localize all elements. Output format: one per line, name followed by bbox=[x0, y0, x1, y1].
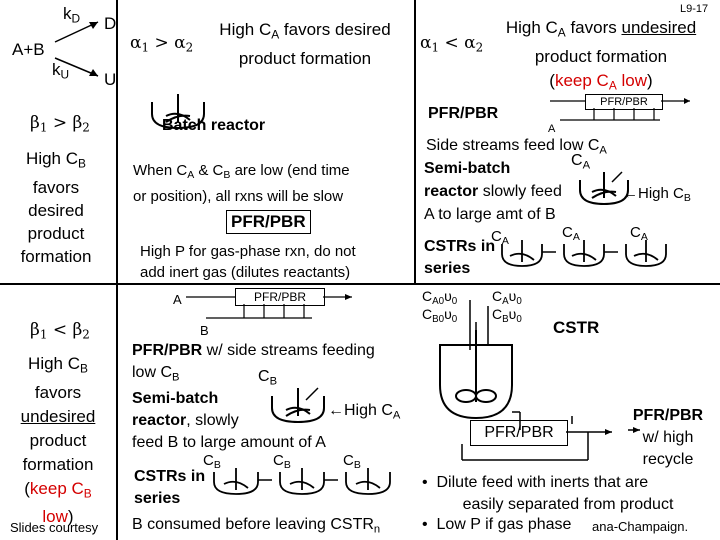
beta-top-relation: β1 > β2 bbox=[30, 113, 90, 135]
alpha-right-relation: α1 < α2 bbox=[420, 33, 484, 55]
sidestream-text: PFR/PBR w/ side streams feeding low CB S… bbox=[132, 342, 375, 452]
pfr-sidestream-box: PFR/PBR bbox=[235, 288, 325, 306]
beta-bottom-relation: β1 < β2 bbox=[30, 320, 90, 342]
cstr-label-right: CSTR bbox=[553, 318, 600, 337]
cbv0-label: CBυ0 bbox=[492, 306, 522, 325]
ca1-label: CA bbox=[491, 228, 509, 248]
footer-left: Slides courtesy bbox=[10, 520, 99, 535]
bullet-low-p: • Low P if gas phase bbox=[422, 516, 572, 533]
series-right: series bbox=[424, 260, 471, 277]
cb-label-semibatch: CB bbox=[258, 368, 278, 388]
cav0-label: CAυ0 bbox=[492, 288, 522, 307]
cb1-label: CB bbox=[203, 452, 221, 472]
batch-reactor-label: Batch reactor bbox=[162, 117, 266, 134]
mid-header: High CA favors desired product formation bbox=[219, 20, 391, 68]
pfr-pbr-title-right: PFR/PBR bbox=[428, 105, 499, 122]
right-vertical-divider bbox=[414, 0, 416, 283]
ku-label: kU bbox=[52, 60, 70, 82]
side-streams-text: Side streams feed low CA bbox=[426, 137, 607, 157]
pfr-b-label: B bbox=[200, 323, 209, 338]
batch-reactor-icon bbox=[151, 94, 205, 130]
product-d-label: D bbox=[104, 14, 117, 33]
horizontal-divider bbox=[0, 283, 720, 285]
right-header: High CA favors undesired product formati… bbox=[505, 18, 697, 93]
semibatch-reactor-icon-right bbox=[579, 171, 629, 206]
cstrs-series-icon-right bbox=[501, 240, 667, 267]
small-a-label-right: A bbox=[548, 123, 556, 135]
pfr-box-recycle: PFR/PBR bbox=[470, 420, 568, 446]
cstrs-series-mid: series bbox=[134, 490, 181, 507]
product-u-label: U bbox=[104, 70, 117, 89]
consumed-text: B consumed before leaving CSTRn bbox=[132, 516, 381, 536]
high-cb-arrow-label: ←High CB bbox=[623, 185, 691, 205]
pfr-pbr-box-mid: PFR/PBR bbox=[226, 210, 311, 234]
left-bottom-text: High CB favors undesired product formati… bbox=[20, 354, 96, 527]
ca0v0-label: CA0υ0 bbox=[422, 288, 458, 307]
cb0v0-label: CB0υ0 bbox=[422, 306, 458, 325]
highp-text: High P for gas-phase rxn, do not add ine… bbox=[140, 243, 356, 281]
cb3-label: CB bbox=[343, 452, 361, 472]
cstrs-in-right: CSTRs in bbox=[424, 238, 496, 255]
semibatch-right: Semi-batch bbox=[424, 160, 511, 177]
left-top-text: High CB favors desired product formation bbox=[20, 149, 92, 266]
ca3-label: CA bbox=[630, 224, 648, 244]
footer-right: ana-Champaign. bbox=[592, 519, 689, 534]
ca2-label: CA bbox=[562, 224, 580, 244]
cstrs-in-mid: CSTRs in bbox=[134, 468, 206, 485]
slide-number: L9-17 bbox=[680, 3, 709, 15]
recycle-text: PFR/PBR w/ high recycle bbox=[632, 407, 704, 468]
pfr-a-label: A bbox=[173, 292, 182, 307]
cstrs-series-icon-mid bbox=[213, 468, 391, 495]
semibatch-reactor-icon-mid bbox=[271, 387, 325, 424]
ca-label-right: CA bbox=[571, 152, 591, 172]
alpha-mid-relation: α1 > α2 bbox=[130, 33, 194, 55]
reactor-slowly-text: reactor slowly feed bbox=[424, 183, 562, 200]
high-ca-arrow-label: ←High CA bbox=[328, 402, 401, 422]
when-text: When CA & CB are low (end time or positi… bbox=[133, 162, 350, 206]
reactants-label: A+B bbox=[12, 40, 45, 59]
left-vertical-divider bbox=[116, 0, 118, 540]
bullet-dilute: • Dilute feed with inerts that are easil… bbox=[422, 474, 674, 513]
cb2-label: CB bbox=[273, 452, 291, 472]
small-pfr-box-right: PFR/PBR bbox=[585, 94, 663, 110]
to-large-text: A to large amt of B bbox=[424, 206, 556, 223]
kd-label: kD bbox=[63, 4, 81, 26]
